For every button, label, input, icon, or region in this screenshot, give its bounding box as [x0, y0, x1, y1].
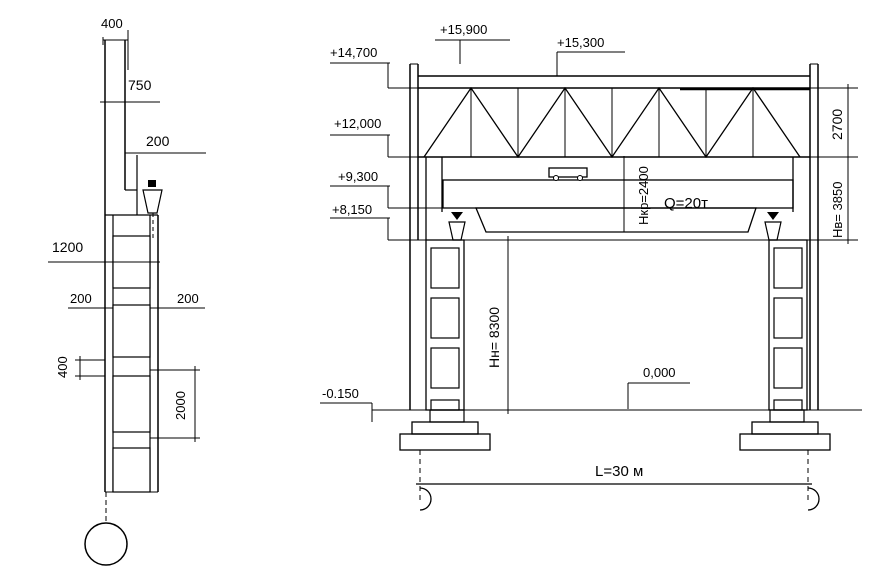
crane-girder [475, 207, 757, 233]
level-label-bottom-chord: +12,000 [334, 116, 381, 131]
column-section-diagram: 400 750 200 1200 200 [48, 16, 206, 566]
right-column-opening [773, 347, 803, 389]
dim-label-span: L=30 м [595, 463, 643, 480]
dim-label-1200: 1200 [52, 239, 83, 255]
left-column-opening [430, 247, 460, 289]
frame-elevation-diagram: +15,900 +15,300 +14,700 +12,000 +9,300 +… [320, 22, 862, 511]
rail-icon-left [451, 212, 463, 220]
foundation-right-shoe [769, 409, 805, 423]
left-column-opening [430, 347, 460, 389]
dim-label-lower-column: Hн= 8300 [486, 307, 502, 368]
foundation-right-base [739, 433, 831, 451]
dim-label-strut: 400 [55, 356, 70, 378]
right-column-opening [773, 399, 803, 411]
dim-label-750: 750 [128, 77, 152, 93]
left-column-opening [430, 399, 460, 411]
dim-label-200-top: 200 [146, 133, 170, 149]
crane-console-right-icon [764, 221, 782, 241]
axis-marker-circle [84, 522, 128, 566]
right-column-opening [773, 297, 803, 339]
foundation-left-shoe [429, 409, 465, 423]
dim-label-wall-left: 200 [70, 291, 92, 306]
level-label-foundation: -0.150 [322, 386, 359, 401]
level-label-rail: +8,150 [332, 202, 372, 217]
foundation-left-top [411, 421, 479, 435]
column-opening [112, 304, 151, 358]
right-lower-column [768, 239, 808, 411]
axis-marker-right [807, 487, 820, 511]
dim-label-upper-column: Hв= 3850 [830, 182, 845, 238]
column-opening [112, 447, 151, 493]
level-label-top-chord: +14,700 [330, 45, 377, 60]
foundation-left-base [399, 433, 491, 451]
crane-console-icon [142, 189, 163, 214]
trolley-wheel-icon [553, 175, 559, 181]
foundation-right-top [751, 421, 819, 435]
level-label-truss-top: +15,300 [557, 35, 604, 50]
dim-label-truss-height: 2700 [829, 109, 845, 140]
crane-bridge [442, 179, 794, 209]
column-opening [112, 375, 151, 433]
level-label-crane-top: +9,300 [338, 169, 378, 184]
axis-marker-left [419, 487, 432, 511]
level-label-ridge: +15,900 [440, 22, 487, 37]
left-lower-column [425, 239, 465, 411]
trolley-wheel-icon [577, 175, 583, 181]
left-column-opening [430, 297, 460, 339]
level-label-floor: 0,000 [643, 365, 676, 380]
crane-trolley [548, 167, 588, 178]
rail-icon [148, 180, 156, 187]
crane-console-left-icon [448, 221, 466, 241]
dim-label-wall-right: 200 [177, 291, 199, 306]
crane-capacity-label: Q=20т [664, 195, 708, 212]
dim-label-top-width: 400 [101, 16, 123, 31]
right-column-opening [773, 247, 803, 289]
rail-icon-right [767, 212, 779, 220]
dim-label-opening: 2000 [173, 391, 188, 420]
dim-label-crane-height: Hкр=2400 [636, 166, 651, 225]
